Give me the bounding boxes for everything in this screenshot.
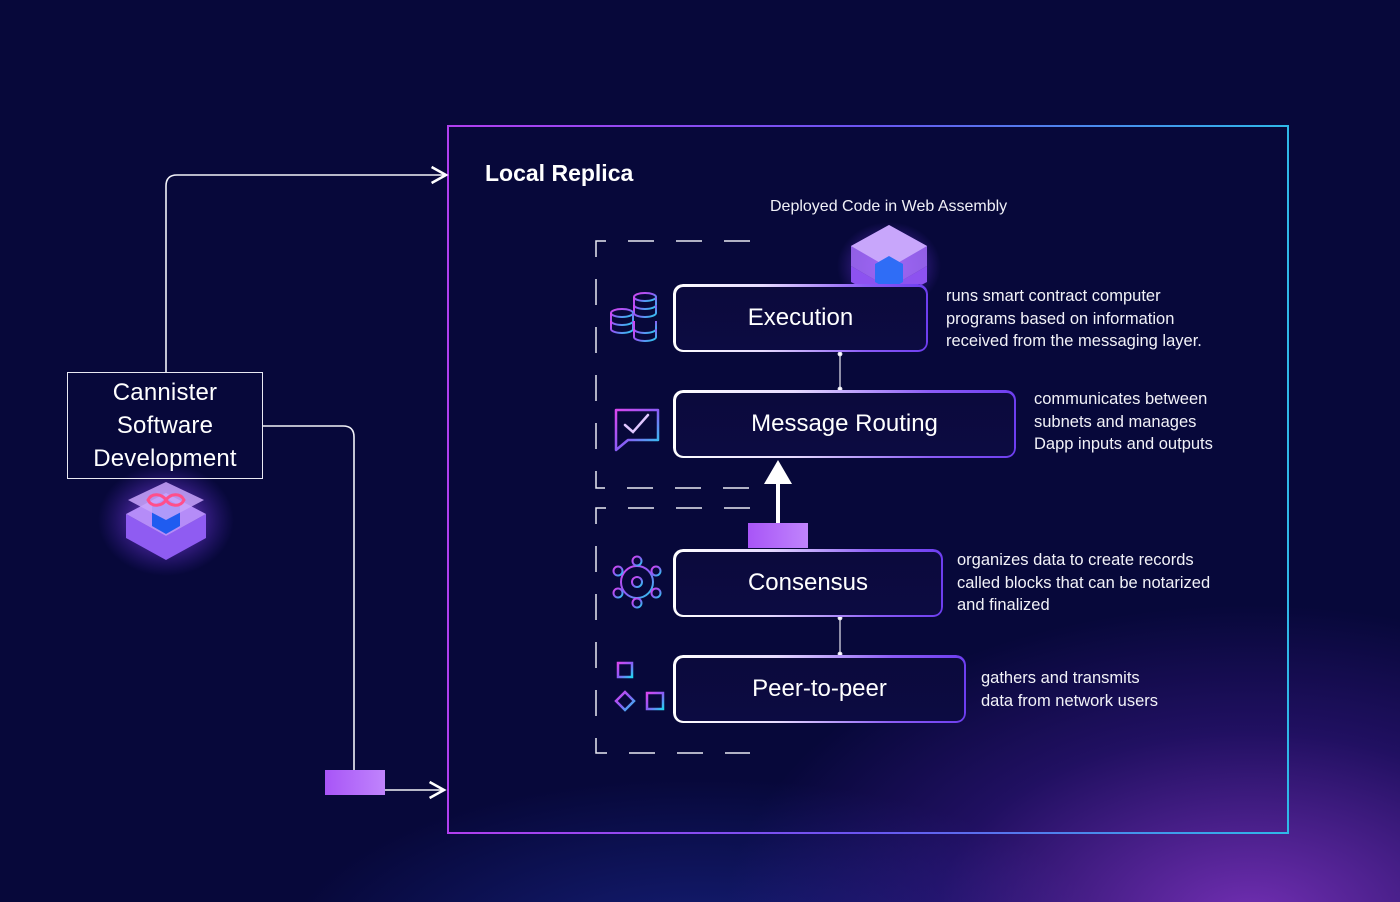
layer-link-execution-routing xyxy=(837,351,843,392)
execution-layer-box: Execution xyxy=(673,284,928,352)
consensus-to-routing-arrow xyxy=(748,460,808,548)
database-stack-icon xyxy=(610,292,657,342)
execution-description: runs smart contract computer programs ba… xyxy=(946,287,1202,350)
peer-to-peer-description: gathers and transmits data from network … xyxy=(981,669,1158,710)
peer-nodes-icon xyxy=(614,661,665,712)
local-replica-frame xyxy=(447,125,1289,834)
bottom-arrow-connector xyxy=(325,770,385,795)
message-check-icon xyxy=(614,408,660,452)
message-routing-layer-label: Message Routing xyxy=(751,410,938,437)
layer-link-consensus-p2p xyxy=(837,615,843,657)
message-routing-description: communicates between subnets and manages… xyxy=(1034,390,1213,453)
execution-layer-label: Execution xyxy=(747,304,854,331)
cannister-software-development-box: Cannister Software Development xyxy=(67,372,263,479)
message-routing-layer-box: Message Routing xyxy=(673,390,1016,458)
local-replica-title: Local Replica xyxy=(485,160,634,186)
network-hub-icon xyxy=(612,555,662,609)
source-to-replica-top-arrow xyxy=(165,165,449,372)
consensus-layer-box: Consensus xyxy=(673,549,943,617)
consensus-description: organizes data to create records called … xyxy=(957,551,1211,614)
cannister-label-text: Cannister Software Development xyxy=(93,379,237,472)
consensus-layer-label: Consensus xyxy=(747,569,869,596)
deployed-code-label: Deployed Code in Web Assembly xyxy=(770,198,1008,215)
peer-to-peer-layer-label: Peer-to-peer xyxy=(752,675,887,702)
source-to-replica-bottom-arrow xyxy=(263,425,447,800)
cannister-cube-icon xyxy=(98,464,234,576)
peer-to-peer-layer-box: Peer-to-peer xyxy=(673,655,966,723)
